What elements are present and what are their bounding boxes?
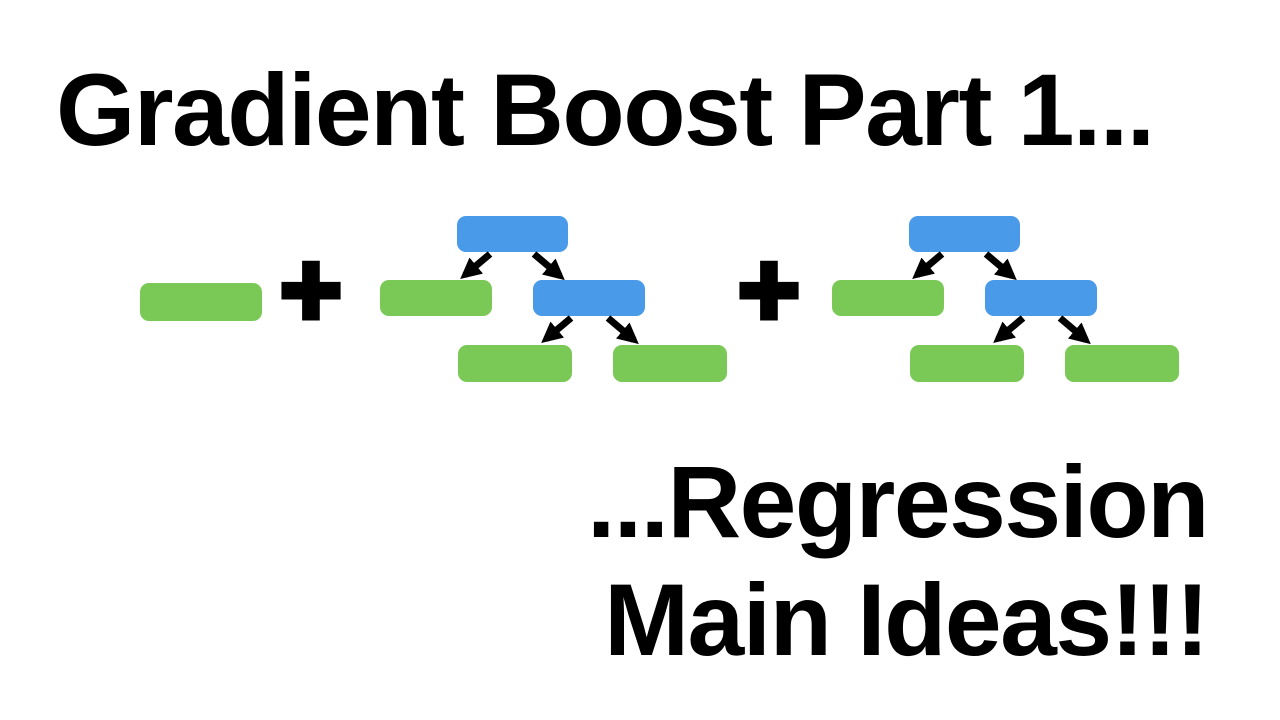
plus-operator: + [280,231,342,349]
tree-leaf-box [910,345,1024,382]
tree-branch-arrow [993,315,1026,344]
stump-term [140,283,262,321]
tree-internal-node [985,280,1097,316]
plus-operator: + [738,231,800,349]
tree-internal-node [533,280,645,316]
tree-leaf-box [458,345,572,382]
tree-leaf-box [613,345,727,382]
tree-branch-arrow [1057,315,1091,345]
stump-leaf-box [140,283,262,321]
tree-branch-arrow [983,251,1017,281]
tree-1 [380,216,727,382]
tree-branch-arrow [605,315,639,345]
tree-branch-arrow [531,251,565,281]
subtitle-line-1: ...Regression [586,445,1210,559]
tree-branch-arrow [541,315,574,344]
tree-branch-arrow [912,251,945,280]
tree-root-node [457,216,568,252]
tree-2 [832,216,1179,382]
tree-leaf-box [380,280,492,316]
tree-leaf-box [1065,345,1179,382]
tree-branch-arrow [460,251,493,280]
tree-root-node [909,216,1020,252]
subtitle-block: ...Regression Main Ideas!!! [586,443,1210,679]
page-title: Gradient Boost Part 1... [56,53,1155,167]
subtitle-line-2: Main Ideas!!! [604,563,1209,677]
tree-leaf-box [832,280,944,316]
